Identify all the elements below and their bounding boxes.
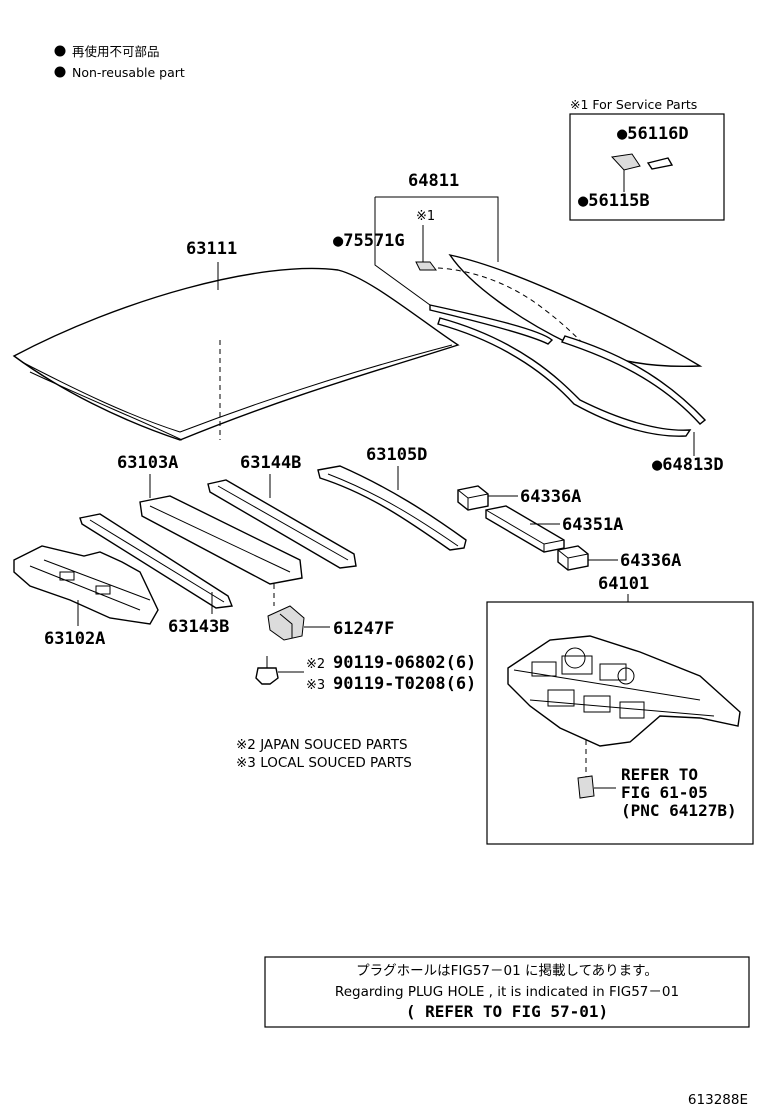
part-label-63105D[interactable]: 63105D [366,445,427,465]
roof-panel-63111 [12,262,460,441]
sourcing-note-japan: ※2 JAPAN SOUCED PARTS [236,737,408,753]
part-label-61247F[interactable]: 61247F [333,619,394,639]
legend-english: Non-reusable part [72,65,185,80]
roof-reinforcement-63103A [139,474,303,585]
sourcing-note-local: ※3 LOCAL SOUCED PARTS [236,755,412,771]
refer-line-3: (PNC 64127B) [621,801,737,820]
plug-hole-refer[interactable]: ( REFER TO FIG 57-01) [406,1002,608,1021]
part-label-63144B[interactable]: 63144B [240,453,301,473]
part-label-63102A[interactable]: 63102A [44,629,105,649]
part-label-56115B[interactable]: ●56115B [578,191,650,211]
plug-hole-note: プラグホールはFIG57－01 に掲載してあります。 Regarding PLU… [264,956,750,1028]
service-parts-title: ※1 For Service Parts [570,97,697,112]
part-label-64101[interactable]: 64101 [598,574,649,594]
plug-hole-frame [264,956,750,1028]
plug-hole-japanese: プラグホールはFIG57－01 に掲載してあります。 [356,963,658,979]
part-label-64351A[interactable]: 64351A [562,515,623,535]
part-label-64811[interactable]: 64811 [408,171,459,191]
legend-japanese: 再使用不可部品 [72,44,160,59]
part-label-63143B[interactable]: 63143B [168,617,229,637]
roof-bow-63144B [207,474,357,569]
part-label-90119-T0208[interactable]: 90119-T0208(6) [333,674,476,694]
part-label-90119-06802[interactable]: 90119-06802(6) [333,653,476,673]
clip-75571G-shape [415,261,437,271]
non-reusable-bullet-icon [54,66,66,78]
package-tray-frame [486,601,754,845]
legend: 再使用不可部品 Non-reusable part [54,44,185,80]
figure-id: 613288E [688,1092,748,1108]
clip-56116D-shape [646,157,674,170]
package-tray-64101 [507,635,741,778]
non-reusable-bullet-icon [54,45,66,57]
clip-56115B-shape [610,153,641,171]
refer-line-1: REFER TO [621,765,698,784]
part-label-75571G[interactable]: ●75571G [333,231,405,251]
part-label-64813D[interactable]: ●64813D [652,455,724,475]
clip-64127B [577,775,616,799]
service-parts-frame [569,113,725,221]
part-label-63111[interactable]: 63111 [186,239,237,259]
bracket-61247F [267,584,330,641]
pad-64336A-lower [557,545,618,571]
part-label-56116D[interactable]: ●56116D [617,124,689,144]
bolt-90119 [255,656,304,685]
roof-bow-63105D [317,465,467,551]
part-label-64336A-upper[interactable]: 64336A [520,487,581,507]
roof-bow-63143B [79,513,233,614]
bolt-mark-japan: ※2 [306,657,325,672]
service-note-mark: ※1 [416,209,435,224]
part-label-63103A[interactable]: 63103A [117,453,178,473]
back-window-64811 [374,196,707,456]
bolt-mark-local: ※3 [306,678,325,693]
pad-64351A [485,505,565,553]
plug-hole-english: Regarding PLUG HOLE , it is indicated in… [335,984,679,1000]
pad-64336A-upper [457,485,518,511]
service-parts-box: ※1 For Service Parts ●56116D ●56115B [569,97,725,221]
refer-line-2[interactable]: FIG 61-05 [621,783,708,802]
part-label-64336A-lower[interactable]: 64336A [620,551,681,571]
roof-panel-63102A [13,545,159,626]
